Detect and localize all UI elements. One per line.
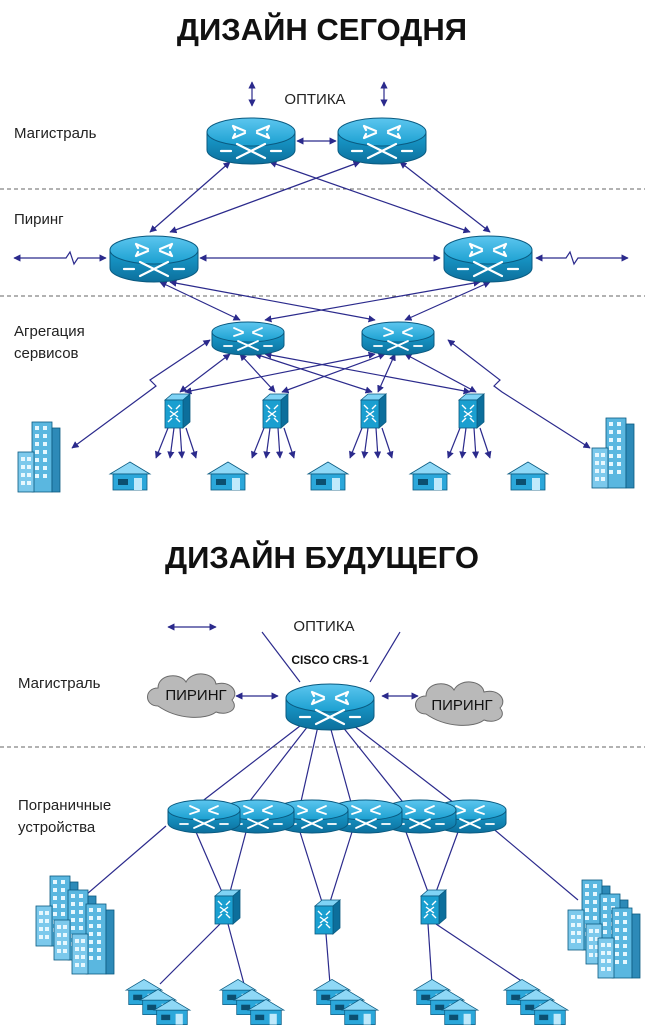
top-aggregation-router-left bbox=[211, 321, 285, 356]
bottom-house-cluster-1-icon bbox=[126, 979, 190, 1024]
bottom-title: ДИЗАЙН БУДУЩЕГО bbox=[165, 539, 479, 575]
crs1-core-router-icon bbox=[284, 682, 376, 732]
top-building-right-icon bbox=[591, 417, 635, 489]
top-house-icon bbox=[109, 461, 151, 491]
bottom-building-cluster-right-icon bbox=[567, 879, 641, 979]
top-access-switch-4 bbox=[458, 393, 485, 429]
top-house-icon bbox=[207, 461, 249, 491]
top-links bbox=[13, 81, 629, 459]
bottom-core-router-label: CISCO CRS-1 bbox=[291, 653, 369, 667]
top-access-switch-3 bbox=[360, 393, 387, 429]
bottom-access-switch-3 bbox=[420, 889, 447, 925]
top-aggregation-router-right bbox=[361, 321, 435, 356]
top-access-switch-1 bbox=[164, 393, 191, 429]
top-access-switch-2 bbox=[262, 393, 289, 429]
top-house-icon bbox=[307, 461, 349, 491]
bottom-backbone-label: Магистраль bbox=[18, 675, 101, 692]
edge-router-1 bbox=[167, 799, 241, 834]
top-optics-label: ОПТИКА bbox=[284, 91, 345, 108]
bottom-house-cluster-3-icon bbox=[314, 979, 378, 1024]
cloud-left-label: ПИРИНГ bbox=[165, 687, 226, 704]
cloud-right-label: ПИРИНГ bbox=[431, 697, 492, 714]
top-peering-router-left bbox=[108, 234, 200, 284]
bottom-optics-label: ОПТИКА bbox=[293, 618, 354, 635]
top-house-icon bbox=[507, 461, 549, 491]
bottom-house-cluster-2-icon bbox=[220, 979, 284, 1024]
bottom-house-cluster-5-icon bbox=[504, 979, 568, 1024]
bottom-access-switch-2 bbox=[314, 899, 341, 935]
top-aggregation-label-1: Агрегация bbox=[14, 323, 85, 340]
top-backbone-router-left bbox=[205, 116, 297, 166]
top-title: ДИЗАЙН СЕГОДНЯ bbox=[177, 11, 467, 47]
top-peering-router-right bbox=[442, 234, 534, 284]
top-backbone-router-right bbox=[336, 116, 428, 166]
cloud-left-icon: ПИРИНГ bbox=[147, 673, 236, 718]
bottom-house-cluster-4-icon bbox=[414, 979, 478, 1024]
bottom-links bbox=[79, 623, 579, 985]
cloud-right-icon: ПИРИНГ bbox=[415, 681, 504, 726]
bottom-building-cluster-left-icon bbox=[35, 875, 115, 975]
bottom-edge-label-2: устройства bbox=[18, 819, 96, 836]
bottom-access-switch-1 bbox=[214, 889, 241, 925]
top-backbone-label: Магистраль bbox=[14, 125, 97, 142]
top-building-left-icon bbox=[17, 421, 61, 493]
top-house-icon bbox=[409, 461, 451, 491]
top-aggregation-label-2: сервисов bbox=[14, 345, 79, 362]
bottom-edge-label-1: Пограничные bbox=[18, 797, 111, 814]
top-peering-label: Пиринг bbox=[14, 211, 64, 228]
